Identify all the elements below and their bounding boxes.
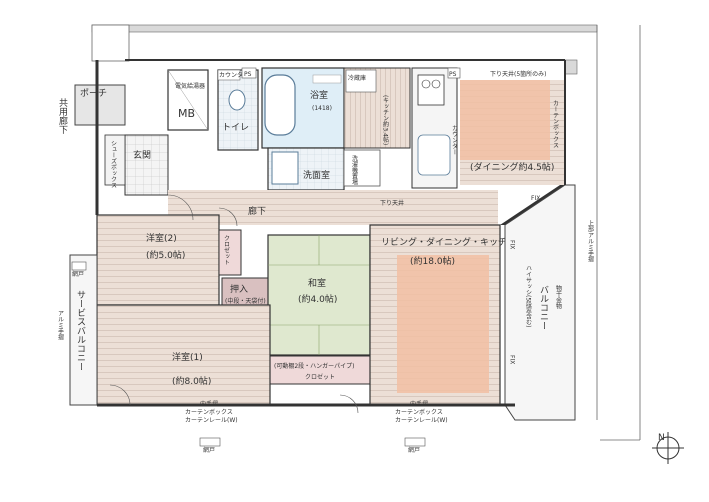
drying-label: 物干金物 <box>555 284 562 310</box>
closet-label-w2: クロゼット <box>223 235 230 265</box>
screen-label-1: 網戸 <box>203 446 215 454</box>
compass-icon: N <box>652 432 684 464</box>
high-sash-label: ハイサッシ(5段窓含む) <box>525 265 532 328</box>
mb-label: MB <box>178 107 195 120</box>
closet-label-w1: クロゼット <box>305 373 335 381</box>
dining-label: (ダイニング約4.5帖) <box>470 161 554 173</box>
western1-label: 洋室(1) <box>172 351 203 363</box>
closet-bar-label: (可動棚2段・ハンガーパイプ) <box>274 362 354 370</box>
shoe-box-label: シューズボックス <box>110 140 117 188</box>
entrance-label: 玄関 <box>133 149 151 161</box>
fix-label-2: FIX <box>509 240 516 249</box>
aluminum-rail-right: 上部アルミ手摺 <box>587 219 594 263</box>
ldk-size: (約18.0帖) <box>410 255 455 267</box>
aluminum-rail-left: アルミ手摺 <box>57 310 64 341</box>
oshiire-label: 押入 <box>230 283 248 295</box>
compass-label: N <box>658 433 665 443</box>
ldk-label: リビング・ダイニング・キッチン <box>381 236 516 248</box>
curtain-box-dining: カーテンボックス <box>552 100 559 148</box>
ps-label-1: PS <box>244 71 252 78</box>
japanese-size: (約4.0帖) <box>298 293 337 305</box>
shared-corridor-label: 共用廊下 <box>57 98 68 135</box>
balcony-label: バルコニー <box>538 285 549 330</box>
fix-label-3: FIX <box>509 355 516 364</box>
japanese-label: 和室 <box>308 277 326 289</box>
fix-label-1: FIX <box>531 195 540 202</box>
bathroom-label: 浴室 <box>310 89 328 101</box>
fridge-label: 冷蔵庫 <box>348 74 366 82</box>
western2-size: (約5.0帖) <box>146 249 185 261</box>
curtain-box-w1: カーテンボックス <box>185 408 233 416</box>
oshiire-note: (中段・天袋付) <box>225 297 266 305</box>
curtain-rail-ldk: カーテンレール(W) <box>395 417 448 424</box>
bathroom-size: (1418) <box>312 105 332 112</box>
water-heater-label: 電気給湯器 <box>175 82 205 90</box>
ceiling-drop-note: 下り天井(5箇所のみ) <box>490 70 547 78</box>
kitchen-label: (キッチン約3.4帖) <box>382 95 389 145</box>
washroom-label: 洗面室 <box>303 169 330 181</box>
curtain-box-ldk: カーテンボックス <box>395 408 443 416</box>
service-balcony-label: サービスバルコニー <box>75 290 86 371</box>
screen-label-2: 網戸 <box>408 446 420 454</box>
toilet-counter-label: カウンター <box>219 71 249 79</box>
screen-label-3: 網戸 <box>72 270 84 278</box>
corridor-label: 廊下 <box>248 205 266 217</box>
curtain-rail-w1: カーテンレール(W) <box>185 417 238 424</box>
porch-label: ポーチ <box>80 88 107 99</box>
kitchen-counter-label: カウンター <box>451 125 458 155</box>
ceiling-drop-label: 下り天井 <box>380 199 404 207</box>
washer-label: 洗濯機置場 <box>351 154 358 186</box>
western1-size: (約8.0帖) <box>172 375 211 387</box>
ps-label-2: PS <box>449 71 457 78</box>
western2-label: 洋室(2) <box>146 232 177 244</box>
toilet-label: トイレ <box>222 123 249 133</box>
